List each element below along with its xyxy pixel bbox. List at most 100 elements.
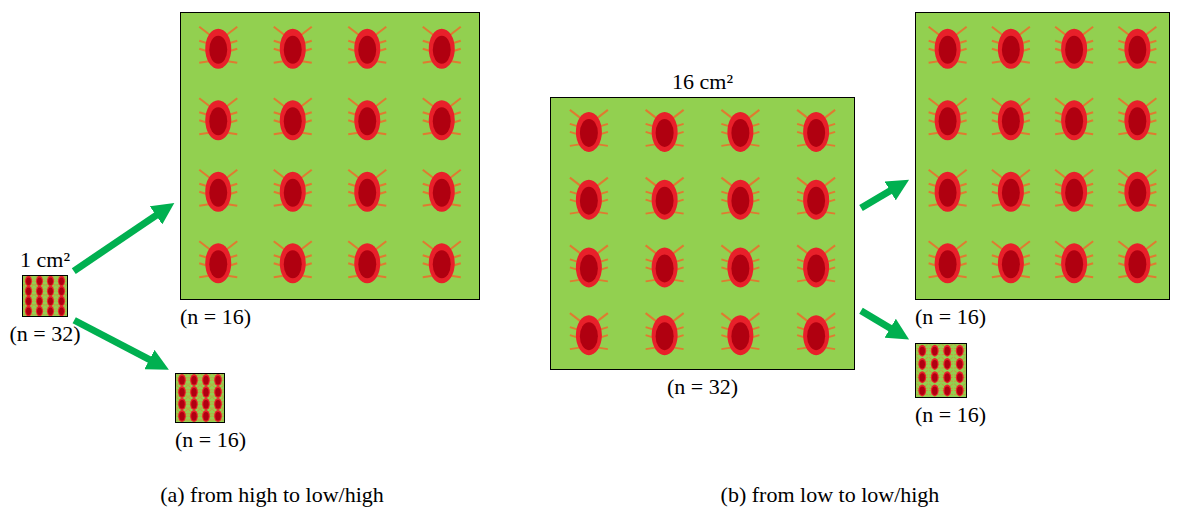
mite-body <box>25 286 32 297</box>
mite-core <box>26 297 31 305</box>
mite-core <box>37 297 42 305</box>
mite-body <box>190 386 198 398</box>
mite-icon <box>45 276 55 286</box>
mite-core <box>945 386 950 394</box>
mite-core <box>209 250 227 278</box>
mite-icon <box>1055 241 1093 283</box>
mite-body <box>178 410 186 422</box>
mite-icon <box>423 27 461 69</box>
mite-core <box>731 254 749 282</box>
mite-icon <box>992 27 1030 69</box>
mite-body <box>803 112 829 152</box>
mite-body <box>205 29 231 69</box>
mite-core <box>48 277 53 285</box>
mite-body <box>918 371 926 383</box>
mite-body <box>354 243 380 283</box>
mite-core <box>179 400 184 408</box>
mite-core <box>1002 250 1020 278</box>
mite-body <box>58 306 65 316</box>
mite-core <box>656 322 674 350</box>
mite-icon <box>929 98 967 140</box>
mite-body <box>918 384 926 396</box>
mite-body <box>956 384 964 396</box>
mite-core <box>203 376 208 384</box>
mite-body <box>429 243 455 283</box>
mite-body <box>36 306 43 316</box>
mite-icon <box>45 295 55 306</box>
mite-icon <box>1055 27 1093 69</box>
mite-body <box>803 315 829 355</box>
mite-icon <box>917 384 928 397</box>
mite-body <box>956 371 964 383</box>
mite-core <box>26 277 31 285</box>
mite-core <box>358 250 376 278</box>
mite-icon <box>274 27 312 69</box>
mite-body <box>727 247 753 287</box>
mite-core <box>1128 107 1146 135</box>
mite-body <box>429 29 455 69</box>
mite-body <box>36 276 43 286</box>
mite-core <box>37 287 42 295</box>
mite-body <box>280 243 306 283</box>
mite-core <box>945 360 950 368</box>
mite-core <box>807 322 825 350</box>
mite-core <box>920 386 925 394</box>
mite-core <box>920 373 925 381</box>
mite-body <box>354 172 380 212</box>
mite-core <box>26 307 31 315</box>
mite-icon <box>929 27 967 69</box>
mite-core <box>37 277 42 285</box>
mite-body <box>178 374 186 386</box>
mite-body <box>576 247 602 287</box>
transfer-arrow <box>861 186 899 208</box>
mite-icon <box>348 98 386 140</box>
mite-body <box>652 180 678 220</box>
sample-square: (n = 16) <box>915 343 967 398</box>
mite-body <box>205 100 231 140</box>
mite-icon <box>188 409 199 422</box>
mite-icon <box>188 374 199 386</box>
mite-body <box>576 112 602 152</box>
mite-body <box>178 398 186 410</box>
area-label: 1 cm² <box>20 248 70 272</box>
count-label: (n = 32) <box>9 322 80 346</box>
mite-body <box>280 100 306 140</box>
sample-square: 16 cm²(n = 32) <box>550 97 855 370</box>
mite-core <box>1002 107 1020 135</box>
count-label: (n = 16) <box>915 403 986 427</box>
mite-body <box>205 243 231 283</box>
mite-body <box>803 180 829 220</box>
mite-core <box>731 187 749 215</box>
mite-body <box>727 180 753 220</box>
mite-icon <box>212 397 223 410</box>
count-label: (n = 16) <box>175 428 246 452</box>
panel-caption: (b) from low to low/high <box>721 483 940 507</box>
mite-body <box>998 100 1024 140</box>
mite-core <box>59 287 64 295</box>
mite-icon <box>423 170 461 212</box>
mite-icon <box>188 397 199 410</box>
mite-body <box>354 100 380 140</box>
mite-core <box>59 307 64 315</box>
mite-icon <box>199 27 237 69</box>
sample-square: (n = 16) <box>175 373 225 423</box>
mite-icon <box>942 384 953 397</box>
mite-body <box>576 315 602 355</box>
mite-body <box>47 276 54 286</box>
mite-body <box>280 172 306 212</box>
mite-icon <box>348 27 386 69</box>
mite-body <box>202 386 210 398</box>
transfer-arrow <box>861 311 899 333</box>
mite-illustration <box>23 276 67 316</box>
mite-icon <box>423 98 461 140</box>
mite-body <box>652 247 678 287</box>
mite-icon <box>797 110 835 152</box>
mite-body <box>25 296 32 307</box>
mite-body <box>354 29 380 69</box>
mite-core <box>284 179 302 207</box>
mite-body <box>1061 172 1087 212</box>
mite-icon <box>274 98 312 140</box>
mite-core <box>215 388 220 396</box>
mite-icon <box>954 344 965 357</box>
mite-body <box>918 358 926 370</box>
